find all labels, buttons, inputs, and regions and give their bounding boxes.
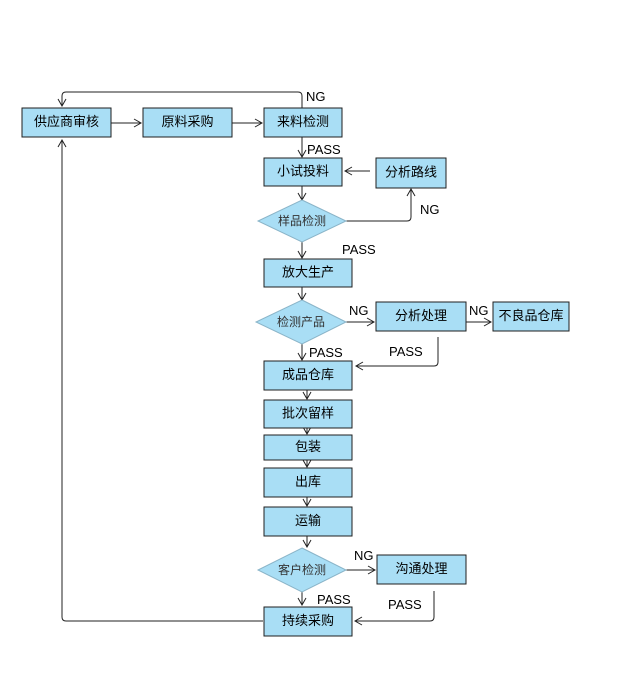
node-trial-feed: 小试投料 (263, 157, 343, 187)
label-ng-incoming: NG (306, 89, 326, 104)
node-communicate-handling: 沟通处理 (376, 554, 467, 585)
node-scale-up: 放大生产 (263, 258, 353, 288)
svg-text:分析处理: 分析处理 (395, 309, 447, 324)
node-incoming-inspection: 来料检测 (263, 107, 343, 138)
label-pass-sample: PASS (342, 242, 376, 257)
node-defect-warehouse: 不良品仓库 (492, 301, 570, 332)
edge-incoming-ng-to-supplier (57, 91, 303, 108)
connectors (57, 91, 493, 626)
edge-sample-ng-to-route (346, 187, 416, 222)
decision-sample-inspection: 样品检测 (256, 199, 348, 243)
edge-analyze-pass-to-finished (354, 337, 439, 371)
label-pass-product: PASS (309, 345, 343, 360)
label-ng-product: NG (349, 303, 369, 318)
label-ng-sample: NG (420, 202, 440, 217)
edge-continue-to-supplier (57, 138, 263, 622)
edge-communicate-pass-to-continue (353, 591, 435, 626)
node-raw-purchase: 原料采购 (142, 107, 233, 138)
node-batch-sample: 批次留样 (263, 399, 353, 429)
svg-text:供应商审核: 供应商审核 (34, 114, 99, 130)
svg-text:出库: 出库 (295, 474, 321, 490)
label-ng-customer: NG (354, 548, 374, 563)
node-outbound: 出库 (263, 467, 353, 498)
node-packaging: 包装 (263, 434, 353, 461)
svg-text:持续采购: 持续采购 (282, 613, 334, 629)
svg-text:原料采购: 原料采购 (161, 114, 213, 130)
node-transport: 运输 (263, 506, 353, 537)
svg-text:放大生产: 放大生产 (282, 266, 334, 281)
svg-text:样品检测: 样品检测 (278, 213, 326, 228)
label-pass-customer: PASS (317, 592, 351, 607)
label-pass-incoming: PASS (307, 142, 341, 157)
svg-text:检测产品: 检测产品 (277, 314, 325, 329)
svg-text:运输: 运输 (295, 513, 321, 529)
node-continuous-purchase: 持续采购 (263, 606, 353, 637)
svg-text:包装: 包装 (295, 440, 321, 455)
node-analyze-handling: 分析处理 (375, 301, 467, 332)
svg-text:不良品仓库: 不良品仓库 (498, 308, 563, 324)
node-finished-warehouse: 成品仓库 (263, 360, 353, 391)
svg-text:来料检测: 来料检测 (277, 115, 329, 130)
svg-text:分析路线: 分析路线 (385, 165, 437, 181)
svg-text:成品仓库: 成品仓库 (282, 367, 334, 383)
svg-text:客户检测: 客户检测 (278, 562, 326, 577)
label-ng-analyze: NG (469, 303, 489, 318)
svg-text:沟通处理: 沟通处理 (395, 562, 447, 577)
decision-customer-inspection: 客户检测 (256, 547, 348, 593)
label-pass-communicate: PASS (388, 597, 422, 612)
svg-text:小试投料: 小试投料 (277, 164, 329, 180)
label-pass-analyze: PASS (389, 344, 423, 359)
svg-text:批次留样: 批次留样 (282, 406, 334, 422)
node-analyze-route: 分析路线 (375, 157, 447, 189)
edge-labels: NG PASS NG PASS NG NG PASS PASS NG PASS … (306, 89, 489, 612)
node-supplier-review: 供应商审核 (21, 107, 112, 138)
decision-product-inspection: 检测产品 (254, 299, 348, 345)
